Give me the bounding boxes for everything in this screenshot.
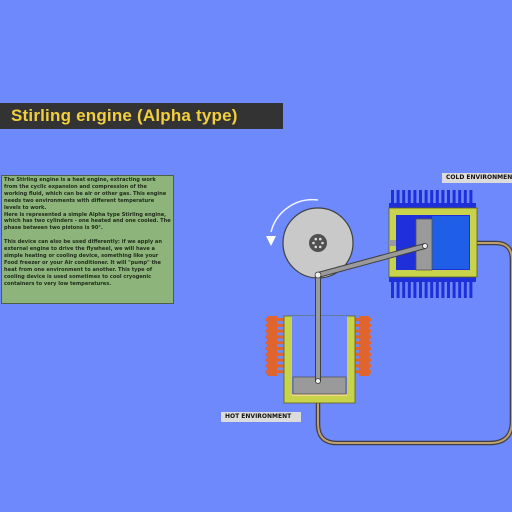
page-title: Stirling engine (Alpha type) xyxy=(11,106,238,125)
description-paragraph-2: This device can also be used differently… xyxy=(4,239,162,287)
hot-environment-label: HOT ENVIRONMENT xyxy=(221,412,301,422)
cold-fins xyxy=(389,190,476,298)
description-panel: The Stirling engine is a heat engine, ex… xyxy=(1,175,174,304)
cold-environment-label: COLD ENVIRONMENT xyxy=(442,173,512,183)
connecting-pipe xyxy=(315,240,512,446)
description-paragraph-1: The Stirling engine is a heat engine, ex… xyxy=(4,177,171,232)
cold-cylinder xyxy=(388,207,478,278)
connecting-rods xyxy=(314,243,428,384)
rotation-arrow-icon xyxy=(266,198,319,246)
hot-fins xyxy=(265,316,371,376)
title-bar: Stirling engine (Alpha type) xyxy=(0,103,283,129)
